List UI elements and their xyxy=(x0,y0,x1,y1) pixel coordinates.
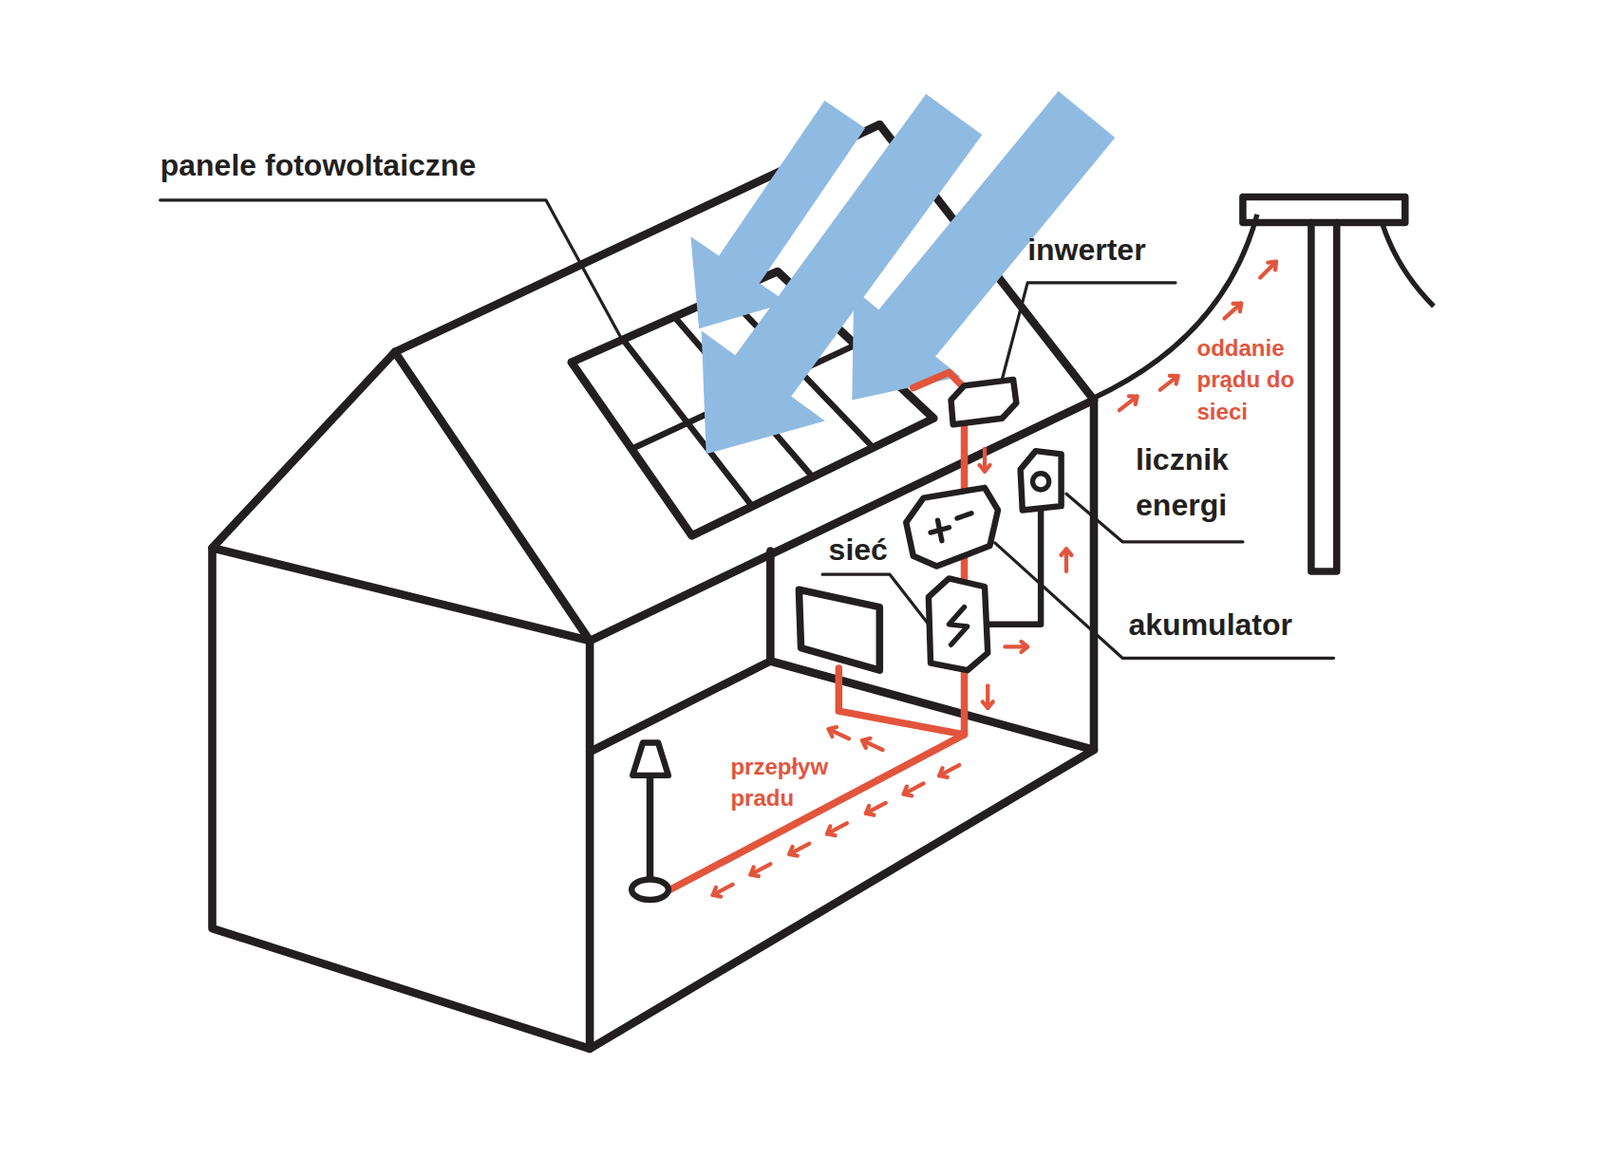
inverter-box xyxy=(951,379,1017,425)
flow-arrow xyxy=(862,738,870,749)
flow-arrow xyxy=(1224,303,1243,320)
flow-arrow xyxy=(982,701,994,709)
power-wire xyxy=(668,372,965,891)
tv-screen xyxy=(798,589,880,671)
grid-box xyxy=(928,578,988,671)
leader-line xyxy=(995,543,1335,659)
flow-arrow xyxy=(750,867,758,878)
flow-arrow xyxy=(1169,376,1179,385)
flow-arrow xyxy=(1119,396,1138,412)
leader-line xyxy=(160,200,622,338)
lamp-base xyxy=(631,879,669,900)
lamp-shade xyxy=(632,742,669,775)
flow-arrow xyxy=(713,887,721,898)
flow-arrow xyxy=(1233,303,1243,313)
lamp-stand xyxy=(646,775,655,881)
flow-note: oddanie prądu do sieci xyxy=(1197,332,1307,427)
flow-arrow xyxy=(1060,548,1072,556)
flow-arrow xyxy=(789,847,797,857)
component-label: panele fotowoltaiczne xyxy=(160,142,476,189)
flow-arrow xyxy=(1267,262,1277,271)
house-gable xyxy=(212,352,591,641)
flow-arrow xyxy=(939,768,947,778)
energy-meter xyxy=(1020,451,1062,510)
flow-arrow xyxy=(1021,641,1029,653)
leader-line xyxy=(1001,282,1176,380)
meter-dial xyxy=(1033,473,1050,490)
flow-arrow xyxy=(1129,395,1138,405)
flow-arrow xyxy=(979,465,991,472)
lightning-symbol xyxy=(948,607,967,646)
flow-arrow xyxy=(828,727,837,737)
component-label: sieć xyxy=(828,527,888,573)
battery-plus xyxy=(938,520,942,541)
flow-arrow xyxy=(1160,376,1179,391)
floor-line xyxy=(589,661,1094,753)
component-label: inwerter xyxy=(1027,226,1146,273)
inner-wall-corner xyxy=(766,550,775,661)
pole-post xyxy=(1311,222,1337,572)
battery-box xyxy=(905,488,998,567)
power-wire xyxy=(838,668,964,735)
flow-arrow xyxy=(1260,262,1277,279)
flow-arrow xyxy=(865,806,874,816)
component-label: akumulator xyxy=(1129,602,1293,648)
house-front-wall xyxy=(212,547,591,1050)
flow-arrow xyxy=(903,787,912,797)
battery-minus xyxy=(957,513,972,519)
pole-crossbar xyxy=(1242,197,1406,224)
leader-line xyxy=(822,574,929,625)
flow-note: przepływ pradu xyxy=(730,751,840,814)
flow-arrow xyxy=(827,827,835,837)
power-cable xyxy=(1382,225,1434,307)
component-label: licznik energi xyxy=(1135,436,1279,528)
